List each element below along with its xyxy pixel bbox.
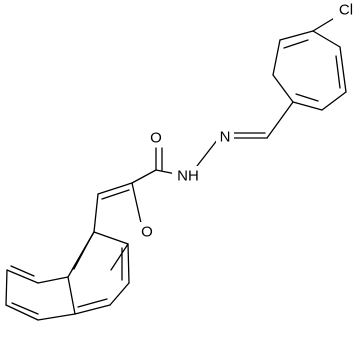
label-background [216, 127, 234, 147]
bond [74, 304, 111, 315]
imine-nitrogen-label: N [220, 129, 231, 146]
bond [266, 101, 294, 139]
bond [335, 55, 341, 89]
bond [295, 93, 319, 102]
naphthalene-ring-b [5, 265, 76, 321]
bond [77, 298, 108, 308]
bond [10, 265, 35, 277]
bond [339, 46, 347, 93]
amide-nitrogen-label: NH [177, 168, 199, 185]
bond [11, 302, 39, 315]
bond [321, 91, 347, 111]
bond [283, 39, 309, 49]
label-background [138, 222, 156, 242]
bond [93, 193, 99, 233]
bond [272, 39, 281, 76]
bond [37, 276, 69, 284]
label-background [333, 0, 359, 20]
bond [5, 269, 8, 306]
bond [272, 74, 294, 103]
label-background [147, 129, 165, 147]
bond [279, 30, 314, 41]
furan-oxygen-label: O [141, 224, 153, 241]
bond [312, 16, 337, 32]
bond [312, 30, 341, 48]
bond [5, 304, 39, 321]
bond [73, 238, 91, 270]
carbonyl-oxygen-label: O [150, 130, 162, 147]
bond [131, 169, 157, 184]
bond [196, 138, 219, 167]
bond [109, 282, 130, 306]
bond [131, 182, 142, 224]
bond [101, 189, 130, 200]
label-background [172, 166, 204, 186]
bond [127, 243, 130, 284]
bond [93, 231, 129, 245]
bond [110, 243, 129, 271]
furan-ring [93, 182, 142, 245]
bond [37, 313, 76, 321]
bond [67, 276, 76, 315]
bond [97, 182, 133, 195]
chlorine-label: Cl [339, 2, 353, 19]
bond [6, 269, 39, 284]
chlorophenyl-ring [272, 30, 347, 111]
naphthalene-ring-a [67, 231, 130, 315]
bond [292, 101, 323, 111]
